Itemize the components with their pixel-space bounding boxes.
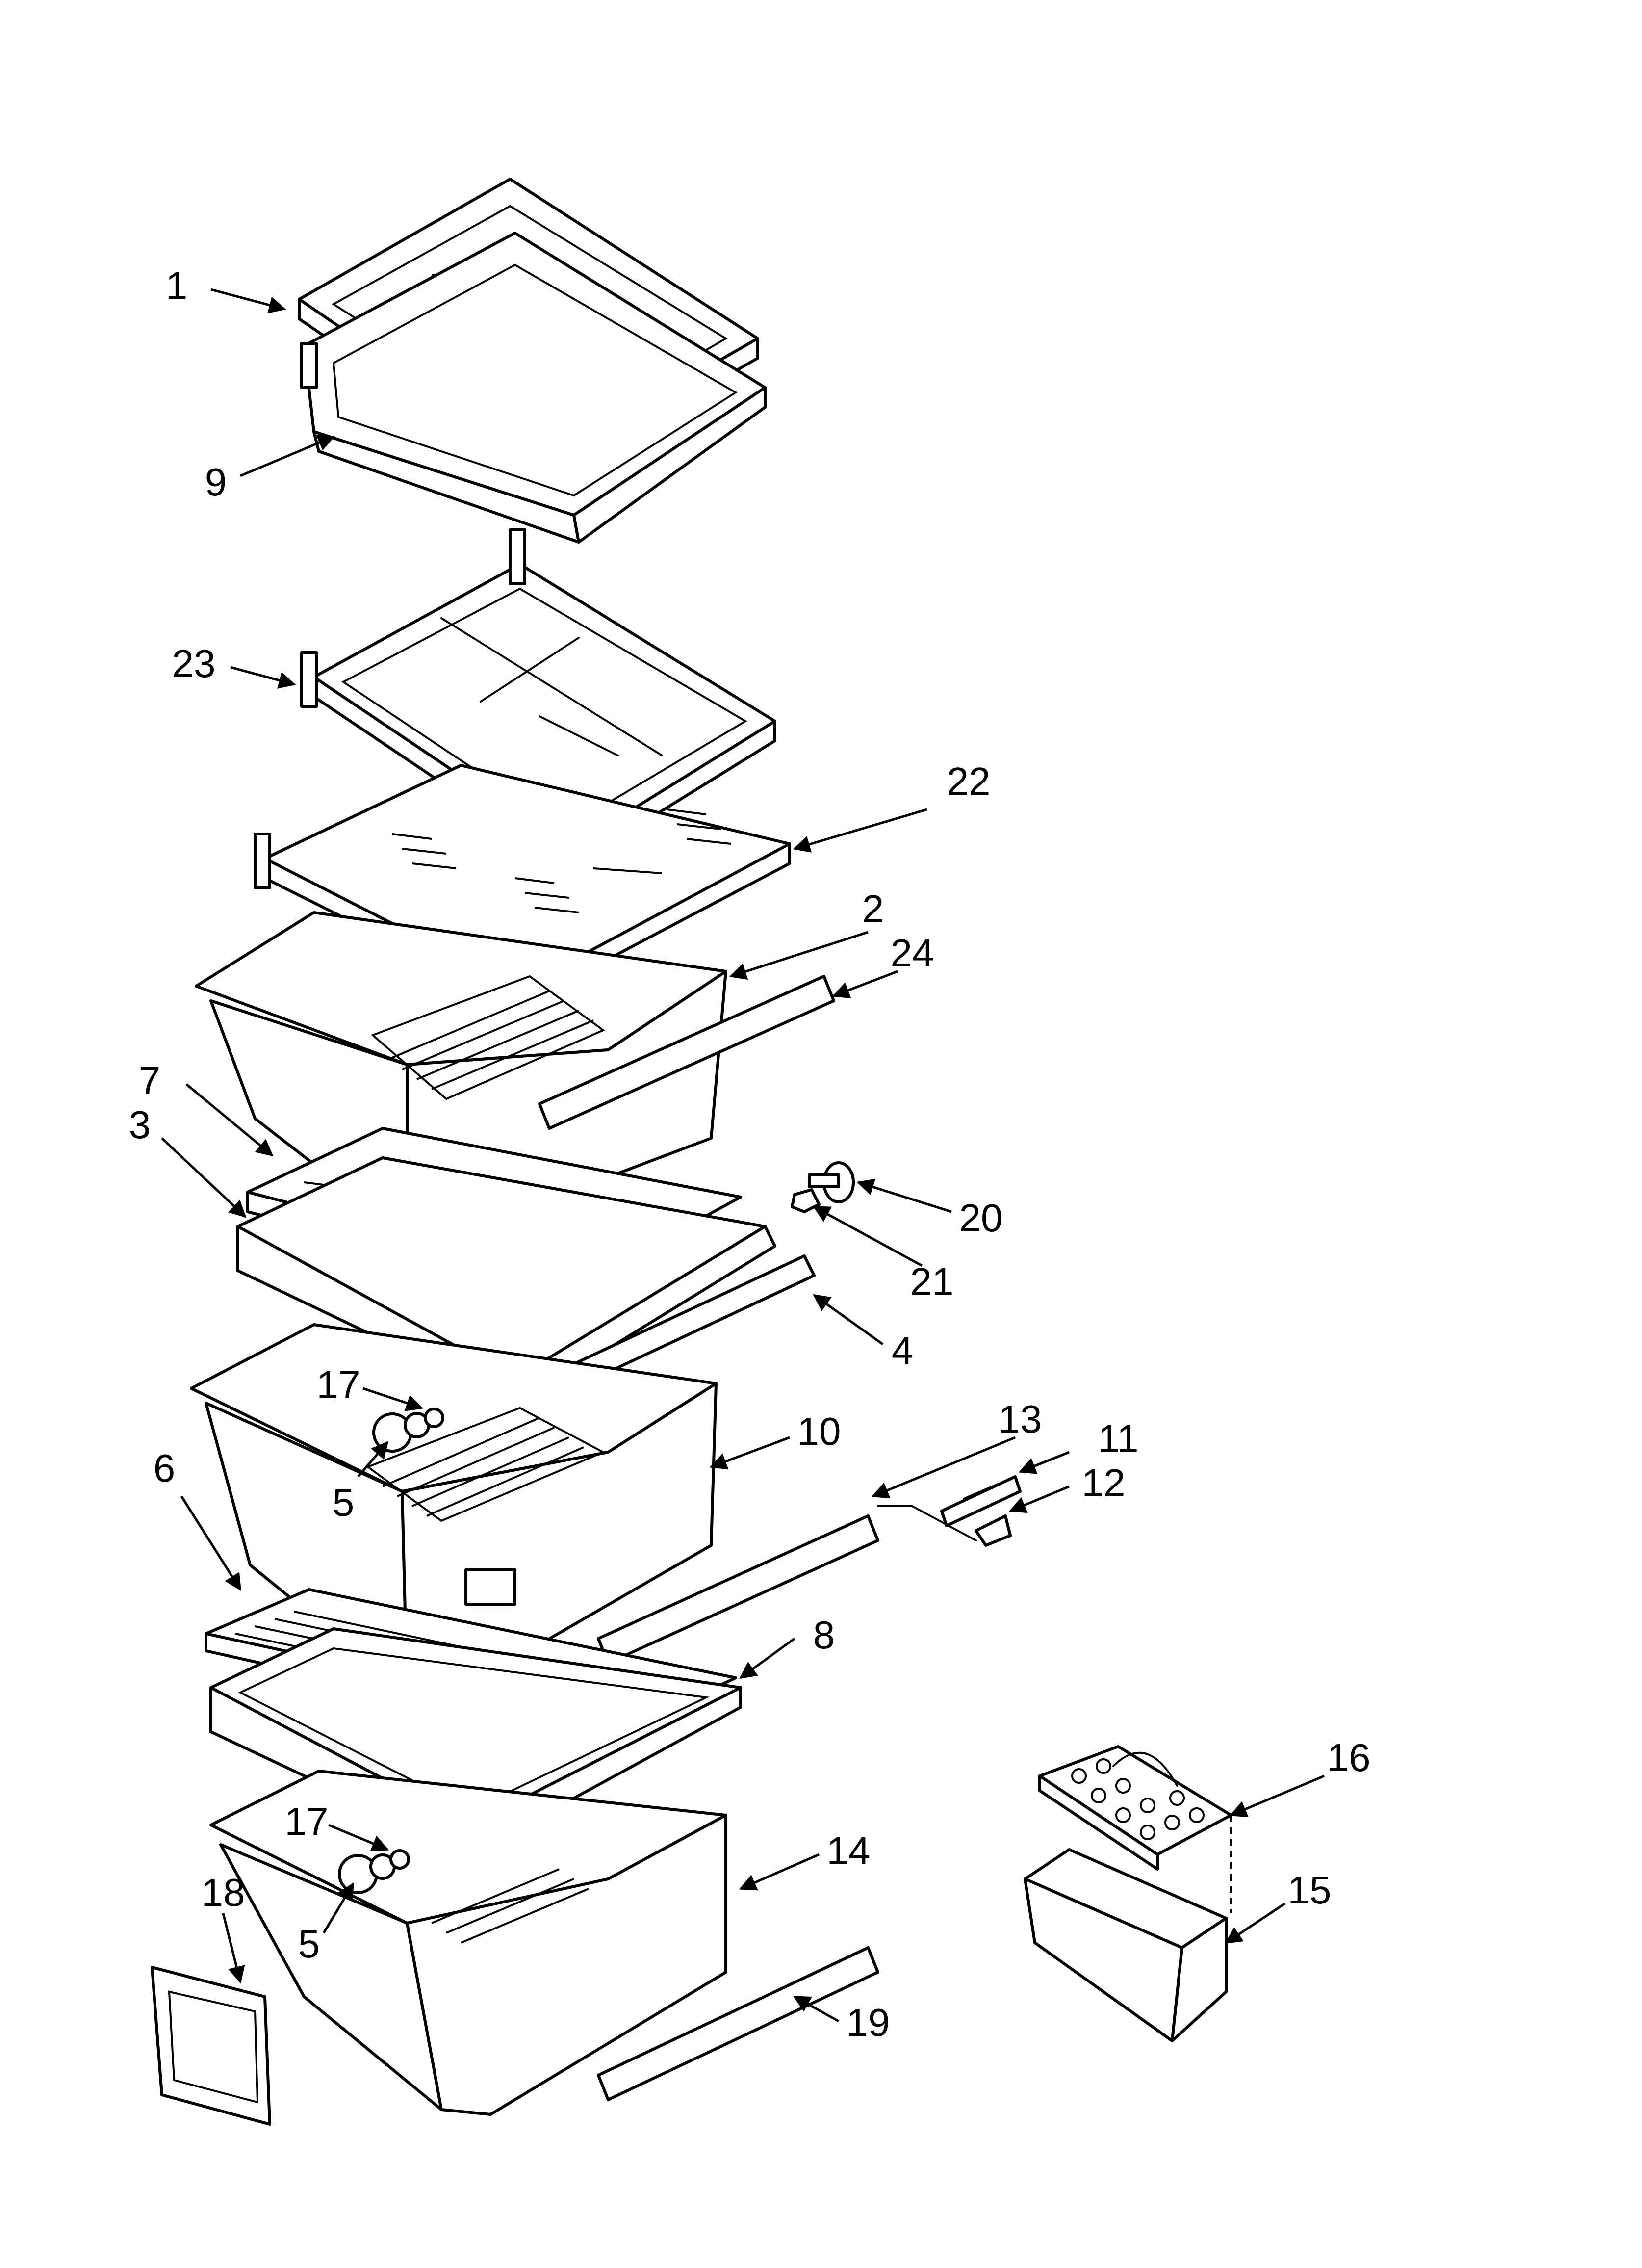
part-18-label-holder	[151, 1966, 271, 2126]
callout-24: 24	[891, 931, 934, 975]
callout-16: 16	[1327, 1736, 1371, 1779]
leader-arrows	[161, 288, 1325, 2023]
callout-2: 2	[862, 887, 884, 931]
callout-9: 9	[205, 460, 227, 504]
part-15-egg-bin	[1024, 1848, 1228, 2042]
callout-5-upper: 5	[333, 1481, 355, 1524]
callout-22: 22	[947, 759, 991, 803]
callout-labels: 1 9 23 22 2 24 7 3 20 21 4 17 10 13 11 1…	[129, 264, 1371, 2044]
part-9-shelf-frame	[300, 232, 767, 544]
part-24-trim-strip	[538, 975, 835, 1130]
callout-23: 23	[172, 642, 216, 685]
callout-3: 3	[129, 1103, 151, 1147]
part-12-clip	[975, 1514, 1012, 1547]
callout-21: 21	[910, 1260, 954, 1303]
part-19-trim-strip	[597, 1946, 879, 2101]
callout-14: 14	[827, 1829, 871, 1873]
part-16-egg-tray	[1038, 1745, 1232, 1871]
callout-12: 12	[1082, 1461, 1126, 1505]
callout-17-lower: 17	[285, 1799, 329, 1843]
part-20-roller	[808, 1161, 855, 1203]
callout-19: 19	[847, 2001, 890, 2044]
callout-17-upper: 17	[317, 1363, 360, 1407]
part-11-bracket	[940, 1475, 1022, 1527]
callout-15: 15	[1288, 1868, 1332, 1912]
callout-4: 4	[892, 1329, 914, 1372]
callout-13: 13	[999, 1397, 1042, 1441]
callout-1: 1	[166, 264, 188, 308]
callout-11: 11	[1098, 1417, 1138, 1460]
callout-18: 18	[202, 1871, 245, 1914]
part-21-screw	[791, 1188, 821, 1213]
callout-7: 7	[139, 1059, 161, 1102]
callout-8: 8	[813, 1613, 835, 1657]
callout-20: 20	[959, 1196, 1003, 1240]
callout-6: 6	[154, 1446, 176, 1490]
callout-10: 10	[797, 1409, 841, 1453]
callout-5-lower: 5	[298, 1922, 320, 1966]
